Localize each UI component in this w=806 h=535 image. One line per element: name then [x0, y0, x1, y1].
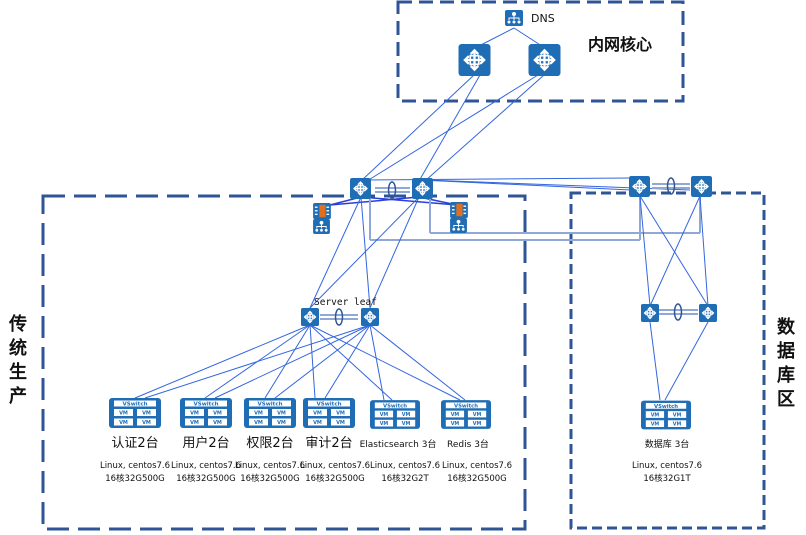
vswitch-icon[interactable] — [370, 400, 420, 429]
db-aggregation-switch-icon[interactable] — [690, 176, 713, 197]
zone-traditional-label: 传 统 生 产 — [8, 313, 28, 409]
vswitch-icon[interactable] — [244, 398, 296, 428]
vswitch-icon[interactable] — [303, 398, 355, 428]
dns-server-icon[interactable] — [313, 219, 330, 234]
dns-server-icon[interactable] — [450, 218, 467, 233]
server-leaf-label: Server leaf — [314, 297, 377, 308]
lag-icon — [334, 308, 344, 326]
server-leaf-switch-icon[interactable] — [360, 308, 380, 326]
zone-label-char: 统 — [9, 338, 27, 359]
leaf-downlinks — [134, 324, 466, 401]
zone-label-char: 区 — [777, 389, 795, 410]
zone-database-border — [569, 191, 766, 530]
server-spec: 16核32G500G — [305, 473, 365, 484]
vswitch-icon[interactable] — [109, 398, 161, 428]
core-uplinks — [360, 27, 691, 191]
trunk-links — [320, 183, 701, 320]
dns-label: DNS — [531, 12, 555, 25]
dns-server-icon[interactable] — [505, 10, 523, 26]
server-name: 权限2台 — [246, 435, 293, 451]
server-spec: 16核32G500G — [240, 473, 300, 484]
db-server-group: 数据库 3台 Linux, centos7.6 16核32G1T — [632, 400, 702, 484]
firewall-icon[interactable] — [450, 202, 468, 218]
zone-core-label: 内网核心 — [588, 35, 652, 54]
zone-label-char: 传 — [9, 314, 27, 335]
zone-core-border — [396, 0, 685, 103]
zone-label-char: 数 — [777, 317, 795, 338]
server-group: Redis 3台 Linux, centos7.6 16核32G500G — [441, 400, 512, 484]
vswitch-icon[interactable] — [441, 400, 491, 429]
server-os: Linux, centos7.6 — [235, 461, 305, 471]
server-leaf-switch-icon[interactable] — [300, 308, 320, 326]
zone-label-char: 据 — [777, 341, 795, 362]
aggregation-switch-icon[interactable] — [411, 178, 434, 199]
server-os: Linux, centos7.6 — [100, 461, 170, 471]
server-name: Elasticsearch 3台 — [360, 438, 437, 450]
server-os: Linux, centos7.6 — [300, 461, 370, 471]
server-group: 权限2台 Linux, centos7.6 16核32G500G — [235, 398, 305, 484]
server-spec: 16核32G500G — [176, 473, 236, 484]
server-group: 用户2台 Linux, centos7.6 16核32G500G — [171, 398, 241, 484]
server-group: Elasticsearch 3台 Linux, centos7.6 16核32G… — [360, 400, 440, 484]
server-name: 用户2台 — [182, 435, 229, 451]
aggregation-switch-icon[interactable] — [349, 178, 372, 199]
server-os: Linux, centos7.6 — [171, 461, 241, 471]
server-spec: 16核32G2T — [381, 473, 429, 484]
db-server-os: Linux, centos7.6 — [632, 461, 702, 471]
db-server-name: 数据库 3台 — [645, 438, 690, 450]
server-name: 认证2台 — [111, 436, 158, 451]
db-leaf-switch-icon[interactable] — [640, 304, 660, 322]
server-os: Linux, centos7.6 — [442, 461, 512, 471]
core-switch-icon[interactable] — [458, 44, 491, 76]
zone-database-label: 数 据 库 区 — [776, 316, 796, 412]
firewall-icon[interactable] — [313, 203, 331, 219]
server-name: Redis 3台 — [447, 438, 489, 450]
server-spec: 16核32G500G — [447, 473, 507, 484]
zone-traditional-border — [41, 194, 527, 531]
server-os: Linux, centos7.6 — [370, 461, 440, 471]
lag-icon — [387, 181, 397, 199]
lag-icon — [673, 303, 683, 321]
vswitch-icon[interactable] — [180, 398, 232, 428]
server-spec: 16核32G500G — [105, 473, 165, 484]
db-server-spec: 16核32G1T — [643, 473, 691, 484]
db-aggregation-switch-icon[interactable] — [628, 176, 651, 197]
vswitch-icon[interactable] — [641, 400, 691, 430]
zone-label-char: 库 — [777, 365, 795, 386]
db-leaf-switch-icon[interactable] — [698, 304, 718, 322]
zone-label-char: 生 — [9, 362, 27, 383]
server-group: 审计2台 Linux, centos7.6 16核32G500G — [300, 398, 370, 484]
leaf-uplinks — [309, 195, 709, 401]
zone-label-char: 产 — [9, 386, 27, 407]
core-switch-icon[interactable] — [528, 44, 561, 76]
server-group: 认证2台 Linux, centos7.6 16核32G500G — [100, 398, 170, 484]
server-name: 审计2台 — [305, 436, 352, 451]
lag-icon — [666, 177, 676, 195]
